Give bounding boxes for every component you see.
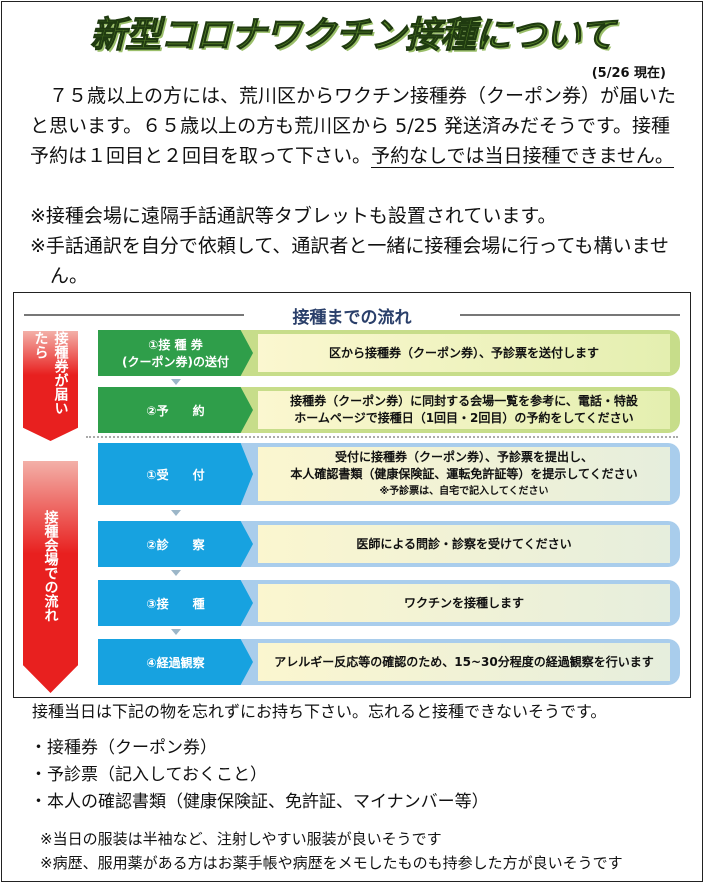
note-interpreter: ※手話通訳を自分で依頼して、通訳者と一緒に接種会場に行っても構いません。 <box>30 235 669 287</box>
intro-text: ７５歳以上の方には、荒川区からワクチン接種券（クーポン券）が届いたと思います。６… <box>30 85 677 167</box>
bring-intro: 接種当日は下記の物を忘れずにお持ち下さい。忘れると接種できないそうです。 <box>32 702 607 721</box>
intro-paragraph: ７５歳以上の方には、荒川区からワクチン接種券（クーポン券）が届いたと思います。６… <box>30 81 680 171</box>
note-medical: ※病歴、服用薬がある方はお薬手帳や病歴をメモしたものも持参した方が良いそうです <box>40 854 623 872</box>
step-label: ②診 察 <box>98 521 253 567</box>
text-line: 医師による問診・診察を受けてください <box>356 536 572 551</box>
down-arrow-icon <box>171 379 181 385</box>
step-coupon: ①接 種 券 (クーポン券)の送付 区から接種券（クーポン券）、予診票を送付します <box>98 330 680 376</box>
flow-diagram: 接種までの流れ 接種券が届いたら 接種会場での流れ ①接 種 券 (クーポン券)の… <box>13 292 691 698</box>
label-line: ①受 付 <box>146 467 205 482</box>
label-line: ③接 種 <box>146 596 205 611</box>
down-arrow-icon <box>171 629 181 635</box>
page-title: 新型コロナワクチン接種について <box>90 15 616 57</box>
down-arrow-icon <box>171 510 181 516</box>
down-arrow-icon <box>171 570 181 576</box>
label-line: ②予 約 <box>146 403 205 418</box>
step-text: ワクチンを接種します <box>258 584 670 622</box>
text-line: 本人確認書類（健康保険証、運転免許証等）を提示してください <box>290 466 638 481</box>
text-line: アレルギー反応等の確認のため、15~30分程度の経過観察を行います <box>274 654 654 669</box>
label-line: ①接 種 券 <box>148 338 203 352</box>
note-clothing: ※当日の服装は半袖など、注射しやすい服装が良いそうです <box>40 830 442 848</box>
bring-item: ・接種券（クーポン券） <box>30 738 217 758</box>
side-label-before: 接種券が届いたら <box>23 331 78 441</box>
text-note: ※予診票は、自宅で記入してください <box>379 485 549 497</box>
date-label: (5/26 現在) <box>591 66 666 81</box>
note-tablet: ※接種会場に遠隔手話通訳等タブレットも設置されています。 <box>30 205 557 227</box>
step-label: ④経過観察 <box>98 639 253 685</box>
step-text: 医師による問診・診察を受けてください <box>258 525 670 563</box>
step-label: ②予 約 <box>98 387 253 433</box>
step-vaccination: ③接 種 ワクチンを接種します <box>98 580 680 626</box>
text-line: ホームページで接種日（1回目・2回目）の予約をしてください <box>294 411 634 425</box>
bring-item: ・予診票（記入しておくこと） <box>30 765 267 785</box>
step-label: ③接 種 <box>98 580 253 626</box>
step-text: 接種券（クーポン券）に同封する会場一覧を参考に、電話・特設ホームページで接種日（… <box>258 391 670 429</box>
dotted-divider <box>86 436 678 438</box>
label-line: (クーポン券)の送付 <box>122 355 229 369</box>
step-reception: ①受 付 受付に接種券（クーポン券）、予診票を提出し、本人確認書類（健康保険証、… <box>98 443 680 505</box>
divider <box>460 314 680 316</box>
step-examination: ②診 察 医師による問診・診察を受けてください <box>98 521 680 567</box>
label-line: ④経過観察 <box>146 655 205 670</box>
side-label-venue: 接種会場での流れ <box>23 461 78 693</box>
step-reservation: ②予 約 接種券（クーポン券）に同封する会場一覧を参考に、電話・特設ホームページ… <box>98 387 680 433</box>
bring-item: ・本人の確認書類（健康保険証、免許証、マイナンバー等） <box>30 792 489 812</box>
step-text: アレルギー反応等の確認のため、15~30分程度の経過観察を行います <box>258 643 670 681</box>
step-text: 区から接種券（クーポン券）、予診票を送付します <box>258 334 670 372</box>
step-label: ①受 付 <box>98 443 253 505</box>
step-text: 受付に接種券（クーポン券）、予診票を提出し、本人確認書類（健康保険証、運転免許証… <box>258 447 670 501</box>
intro-underlined: 予約なしでは当日接種できません。 <box>371 145 674 168</box>
label-line: ②診 察 <box>146 537 205 552</box>
text-line: 接種券（クーポン券）に同封する会場一覧を参考に、電話・特設 <box>290 394 638 408</box>
text-line: ワクチンを接種します <box>403 595 524 610</box>
step-label: ①接 種 券 (クーポン券)の送付 <box>98 330 253 376</box>
text-line: 受付に接種券（クーポン券）、予診票を提出し、 <box>334 449 593 464</box>
diagram-heading: 接種までの流れ <box>292 308 412 328</box>
divider <box>24 314 244 316</box>
step-observation: ④経過観察 アレルギー反応等の確認のため、15~30分程度の経過観察を行います <box>98 639 680 685</box>
text-line: 区から接種券（クーポン券）、予診票を送付します <box>328 345 599 360</box>
